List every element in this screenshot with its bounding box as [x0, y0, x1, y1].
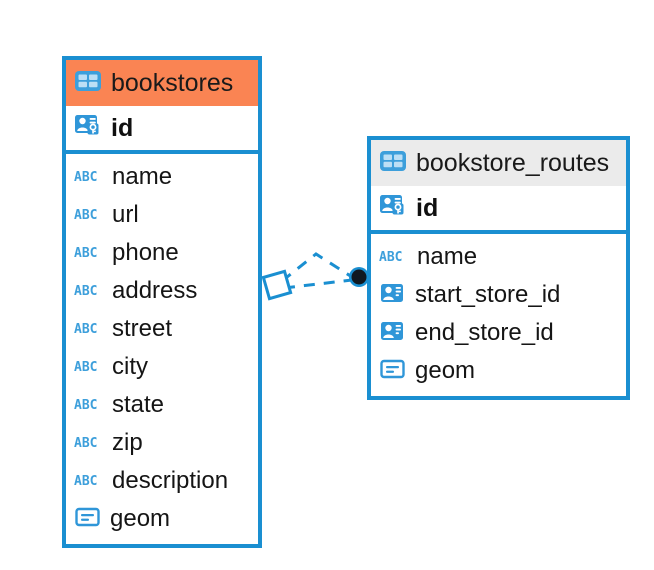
field-row-city[interactable]: ABC city	[66, 348, 258, 386]
field-row-state[interactable]: ABC state	[66, 386, 258, 424]
text-field-icon: ABC	[74, 359, 98, 375]
entity-bookstores[interactable]: bookstores id	[62, 56, 262, 548]
primary-key-icon	[379, 193, 407, 224]
text-field-icon: ABC	[74, 169, 98, 185]
text-field-icon: ABC	[74, 473, 98, 489]
field-row-name[interactable]: ABC name	[371, 238, 626, 276]
entity-title: bookstores	[111, 68, 234, 97]
field-row-geom[interactable]: geom	[66, 500, 258, 538]
foreign-key-icon	[379, 282, 407, 309]
field-label: zip	[112, 429, 143, 456]
field-row-end-store-id[interactable]: end_store_id	[371, 314, 626, 352]
field-row-zip[interactable]: ABC zip	[66, 424, 258, 462]
text-field-icon: ABC	[74, 435, 98, 451]
relationship-line-lower	[283, 278, 353, 290]
field-row-description[interactable]: ABC description	[66, 462, 258, 500]
geometry-field-icon	[379, 358, 407, 385]
entity-title: bookstore_routes	[416, 148, 610, 177]
text-field-icon: ABC	[74, 283, 98, 299]
field-row-name[interactable]: ABC name	[66, 158, 258, 196]
foreign-key-icon	[379, 320, 407, 347]
field-list: ABC name ABC url ABC phone ABC address A…	[66, 154, 258, 544]
primary-key-label: id	[111, 113, 134, 142]
field-row-address[interactable]: ABC address	[66, 272, 258, 310]
field-label: street	[112, 315, 173, 342]
primary-key-icon	[74, 113, 102, 144]
diamond-marker[interactable]	[261, 269, 293, 301]
text-field-icon: ABC	[74, 321, 98, 337]
field-label: description	[112, 467, 229, 494]
text-field-icon: ABC	[74, 397, 98, 413]
field-row-geom[interactable]: geom	[371, 352, 626, 390]
field-row-primary-key[interactable]: id	[66, 106, 258, 154]
field-row-url[interactable]: ABC url	[66, 196, 258, 234]
field-row-start-store-id[interactable]: start_store_id	[371, 276, 626, 314]
relationship-line-upper	[281, 252, 353, 283]
table-icon	[74, 70, 102, 97]
field-label: geom	[415, 357, 476, 384]
field-label: state	[112, 391, 165, 418]
field-label: phone	[112, 239, 179, 266]
field-label: name	[112, 163, 173, 190]
table-icon	[379, 150, 407, 177]
primary-key-label: id	[416, 193, 439, 222]
text-field-icon: ABC	[74, 245, 98, 261]
entity-header-bookstore-routes[interactable]: bookstore_routes	[371, 140, 626, 186]
field-label: name	[417, 243, 478, 270]
field-label: geom	[110, 505, 171, 532]
text-field-icon: ABC	[379, 249, 403, 265]
field-row-street[interactable]: ABC street	[66, 310, 258, 348]
field-label: address	[112, 277, 198, 304]
field-label: city	[112, 353, 148, 380]
filled-circle-marker[interactable]	[349, 267, 369, 287]
field-label: start_store_id	[415, 281, 561, 308]
field-label: end_store_id	[415, 319, 554, 346]
field-row-phone[interactable]: ABC phone	[66, 234, 258, 272]
field-label: url	[112, 201, 139, 228]
field-list: ABC name start_store_id	[371, 234, 626, 396]
text-field-icon: ABC	[74, 207, 98, 223]
geometry-field-icon	[74, 506, 102, 533]
entity-bookstore-routes[interactable]: bookstore_routes id	[367, 136, 630, 400]
entity-header-bookstores[interactable]: bookstores	[66, 60, 258, 106]
field-row-primary-key[interactable]: id	[371, 186, 626, 234]
